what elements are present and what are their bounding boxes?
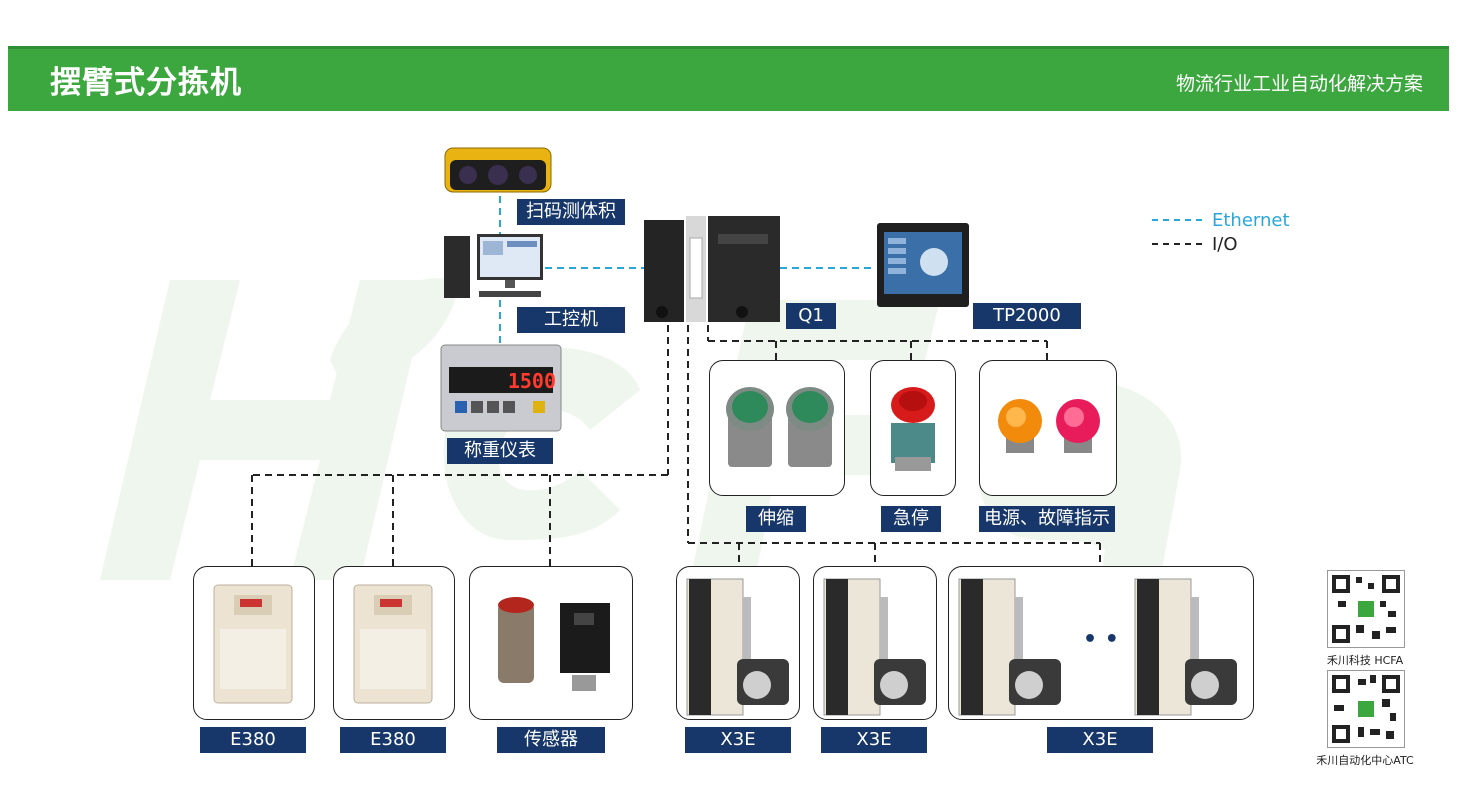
sensor-box	[469, 566, 633, 720]
q1-plc-image	[644, 216, 780, 322]
x3e-box-a	[676, 566, 800, 720]
e380-box-a	[193, 566, 315, 720]
page-title: 摆臂式分拣机	[50, 65, 242, 101]
inverter-icon	[353, 584, 433, 704]
label-scanner: 扫码测体积	[517, 199, 625, 225]
qr-code-hcfa[interactable]	[1327, 570, 1405, 648]
indicator-box	[979, 360, 1117, 496]
extend-buttons-box	[709, 360, 845, 496]
emergency-stop-icon	[891, 387, 935, 471]
ethernet-lines	[499, 196, 876, 345]
indicator-lamp-icon	[998, 399, 1100, 453]
legend-io: I/O	[1152, 232, 1290, 256]
header-bar: 摆臂式分拣机 物流行业工业自动化解决方案	[8, 46, 1449, 111]
legend: Ethernet I/O	[1152, 208, 1290, 256]
label-e380-a: E380	[200, 727, 306, 753]
qr-caption-hcfa: 禾川科技 HCFA	[1326, 654, 1404, 667]
ethernet-dash-icon	[1152, 219, 1202, 221]
servo-drive-icon	[823, 578, 926, 716]
scale-display-value: 1500	[507, 369, 556, 393]
estop-box	[870, 360, 956, 496]
servo-drive-icon	[686, 578, 789, 716]
label-estop: 急停	[881, 506, 941, 532]
qr-code-icon	[1332, 675, 1400, 743]
qr-code-icon	[1332, 575, 1400, 643]
x3e-box-b	[813, 566, 937, 720]
tp2000-hmi-image	[877, 223, 969, 307]
legend-ethernet: Ethernet	[1152, 208, 1290, 232]
label-ipc: 工控机	[517, 307, 625, 333]
qr-caption-atc: 禾川自动化中心ATC	[1316, 754, 1414, 767]
sensor-icon	[498, 597, 610, 691]
label-x3e-a: X3E	[685, 727, 791, 753]
io-dash-icon	[1152, 243, 1202, 245]
qr-code-atc[interactable]	[1327, 670, 1405, 748]
green-pushbutton-icon	[726, 387, 834, 467]
label-q1: Q1	[786, 303, 836, 329]
label-sensor: 传感器	[497, 727, 605, 753]
ipc-image	[444, 234, 543, 298]
scale-indicator-image	[440, 344, 562, 432]
scanner-device-image	[444, 147, 552, 193]
e380-box-b	[333, 566, 455, 720]
label-extend: 伸缩	[746, 506, 806, 532]
label-x3e-b: X3E	[821, 727, 927, 753]
label-scale: 称重仪表	[447, 438, 553, 464]
label-e380-b: E380	[340, 727, 446, 753]
label-tp2000: TP2000	[973, 303, 1081, 329]
page-subtitle: 物流行业工业自动化解决方案	[1175, 73, 1423, 95]
ellipsis-dots: • •	[1083, 627, 1119, 652]
label-x3e-c: X3E	[1047, 727, 1153, 753]
servo-drive-icon	[958, 578, 1237, 716]
label-indicator: 电源、故障指示	[979, 506, 1115, 532]
io-lines	[251, 325, 1101, 566]
inverter-icon	[213, 584, 293, 704]
x3e-box-c: • •	[948, 566, 1254, 720]
